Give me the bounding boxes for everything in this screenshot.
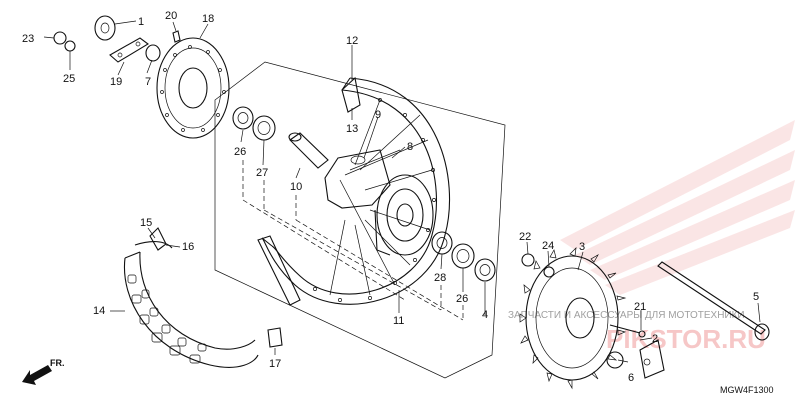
watermark: PIKSTOR.RU ЗАПЧАСТИ И АКСЕССУАРЫ ДЛЯ МОТ… <box>508 120 795 354</box>
assembly-box <box>214 61 506 379</box>
callout-7: 7 <box>145 76 151 88</box>
callout-1: 1 <box>138 16 144 28</box>
front-direction-arrow: FR. <box>22 358 65 385</box>
callout-20: 20 <box>165 10 177 22</box>
callout-15: 15 <box>140 217 152 229</box>
callout-labels: 1 2 3 4 5 6 7 8 9 10 11 12 13 14 15 16 1… <box>22 10 759 384</box>
tire <box>123 251 259 368</box>
callout-26-right: 26 <box>456 293 468 305</box>
callout-16: 16 <box>182 241 194 253</box>
callout-8: 8 <box>407 141 413 153</box>
callout-19: 19 <box>110 76 122 88</box>
inner-tube <box>134 227 173 251</box>
left-bearings <box>232 106 276 141</box>
callout-12: 12 <box>346 35 358 47</box>
brake-disc <box>156 37 230 139</box>
callout-11: 11 <box>393 315 404 327</box>
callout-5: 5 <box>753 291 759 303</box>
callout-17: 17 <box>269 358 281 370</box>
small-parts-top-left <box>53 15 181 63</box>
guide-lines <box>242 160 464 321</box>
valve-cap <box>267 327 283 348</box>
callout-14: 14 <box>93 305 105 317</box>
callout-2: 2 <box>652 333 658 345</box>
direction-label: FR. <box>50 358 65 368</box>
callout-18: 18 <box>202 13 214 25</box>
diagram-code: MGW4F1300 <box>720 385 774 395</box>
leader-lines <box>43 20 761 363</box>
callout-3: 3 <box>579 241 585 253</box>
callout-13: 13 <box>346 123 358 135</box>
callout-22: 22 <box>519 231 531 243</box>
driven-sprocket <box>519 247 627 390</box>
callout-6: 6 <box>628 372 634 384</box>
sprocket-hardware <box>521 253 665 379</box>
callout-27: 27 <box>256 167 268 179</box>
collar-sleeve <box>288 132 329 169</box>
callout-26-left: 26 <box>234 146 246 158</box>
callout-4: 4 <box>482 309 488 321</box>
hub <box>324 149 434 256</box>
callout-28: 28 <box>434 272 446 284</box>
watermark-tagline: ЗАПЧАСТИ И АКСЕССУАРЫ ДЛЯ МОТОТЕХНИКИ <box>508 310 745 321</box>
callout-24: 24 <box>542 240 554 252</box>
watermark-brand: PIKSTOR.RU <box>606 324 766 354</box>
callout-10: 10 <box>290 181 302 193</box>
rim <box>257 76 451 306</box>
rear-axle <box>657 261 770 341</box>
wing-logo <box>560 120 795 295</box>
callout-23: 23 <box>22 33 34 45</box>
rim-holes <box>313 98 436 302</box>
callout-21: 21 <box>634 301 646 313</box>
spokes <box>329 99 433 296</box>
callout-9: 9 <box>375 109 381 121</box>
callout-25: 25 <box>63 73 75 85</box>
